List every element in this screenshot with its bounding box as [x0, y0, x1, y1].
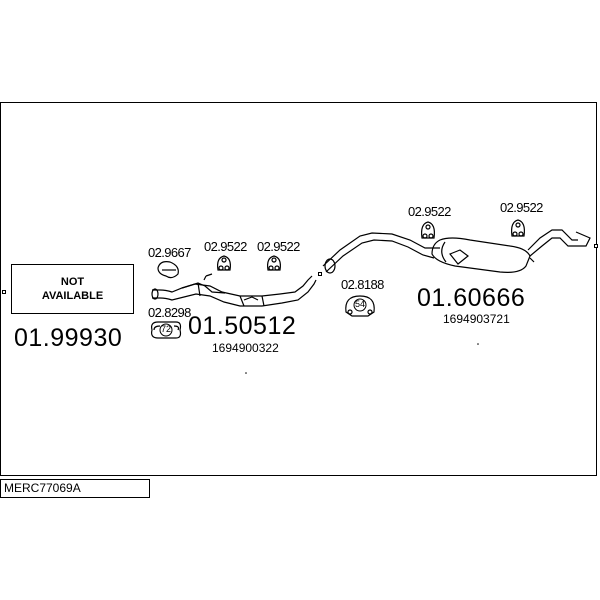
hanger-front-1-drawing	[217, 255, 231, 271]
hanger-rear-2-drawing	[511, 219, 525, 237]
model-code-box: MERC77069A	[0, 479, 150, 498]
model-code: MERC77069A	[4, 481, 81, 495]
left-connector	[2, 290, 6, 294]
mount-drawing	[345, 295, 375, 317]
hanger-rear-2-label: 02.9522	[500, 200, 543, 215]
rear-silencer-drawing	[322, 229, 591, 274]
hanger-front-1-label: 02.9522	[204, 239, 247, 254]
diagram-frame	[0, 102, 597, 476]
front-silencer-number: 01.50512	[188, 312, 297, 340]
not-available-box: NOT AVAILABLE	[11, 264, 134, 314]
hanger-rear-1-label: 02.9522	[408, 204, 451, 219]
part-number-left: 01.99930	[14, 324, 123, 352]
mount-label: 02.8188	[341, 277, 384, 292]
bolt-drawing	[203, 273, 213, 281]
rear-silencer-oem: 1694903721	[443, 312, 510, 326]
middle-connector	[318, 272, 322, 276]
hanger-front-2-drawing	[267, 255, 281, 271]
hanger-rear-1-drawing	[421, 221, 435, 239]
gasket-label: 02.8298	[148, 305, 191, 320]
mount-badge-text: 54	[355, 299, 366, 309]
gasket-badge	[159, 323, 173, 337]
not-available-line2: AVAILABLE	[41, 290, 104, 302]
front-silencer-drawing	[151, 275, 317, 307]
not-available-line1: NOT	[60, 276, 85, 288]
hanger-front-2-label: 02.9522	[257, 239, 300, 254]
gasket-badge-text: 72	[161, 324, 172, 334]
rear-silencer-number: 01.60666	[417, 284, 526, 312]
right-connector	[594, 244, 598, 248]
mount-badge	[353, 298, 367, 312]
dot-marker	[477, 343, 479, 345]
dot-marker	[245, 372, 247, 374]
clamp-label: 02.9667	[148, 245, 191, 260]
clamp-drawing	[157, 261, 179, 279]
front-silencer-oem: 1694900322	[212, 341, 279, 355]
gasket-drawing	[151, 321, 182, 339]
